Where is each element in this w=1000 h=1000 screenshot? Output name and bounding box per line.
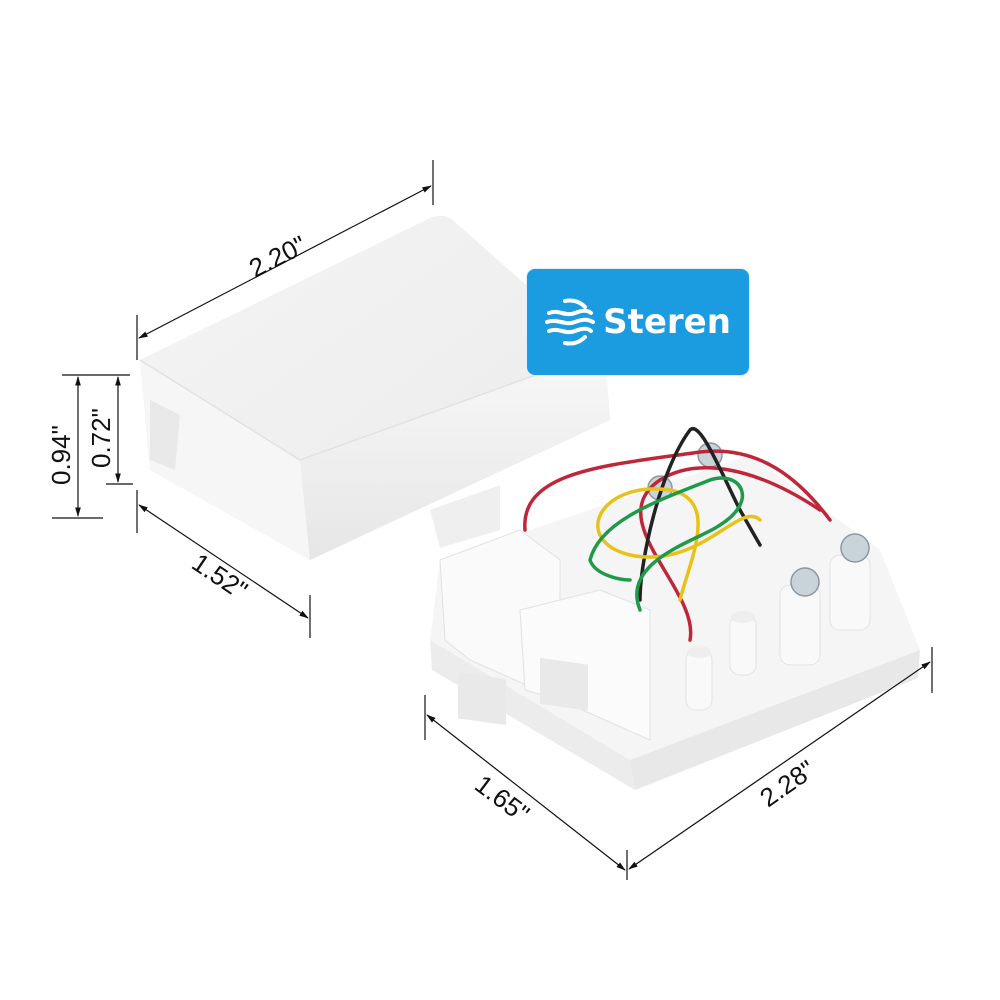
- dim-label-cover-inner-height: 0.72": [86, 408, 116, 468]
- dim-label-cover-length: 2.20": [244, 229, 311, 283]
- cover-piece: [139, 215, 610, 560]
- dimension-cover-inner-height: 0.72": [86, 376, 133, 485]
- brand-name: Steren: [603, 302, 731, 342]
- dim-label-cover-total-height: 0.94": [46, 425, 76, 485]
- dim-label-cover-width: 1.52": [187, 547, 253, 605]
- dim-label-base-length: 2.28": [754, 754, 820, 813]
- base-piece: [430, 426, 920, 790]
- brand-logo: Steren: [527, 269, 749, 375]
- dimension-cover-total-height: 0.94": [46, 374, 130, 519]
- wires: [523, 426, 832, 642]
- steren-globe-wave-icon: [545, 298, 596, 346]
- dim-label-base-width: 1.65": [469, 769, 535, 829]
